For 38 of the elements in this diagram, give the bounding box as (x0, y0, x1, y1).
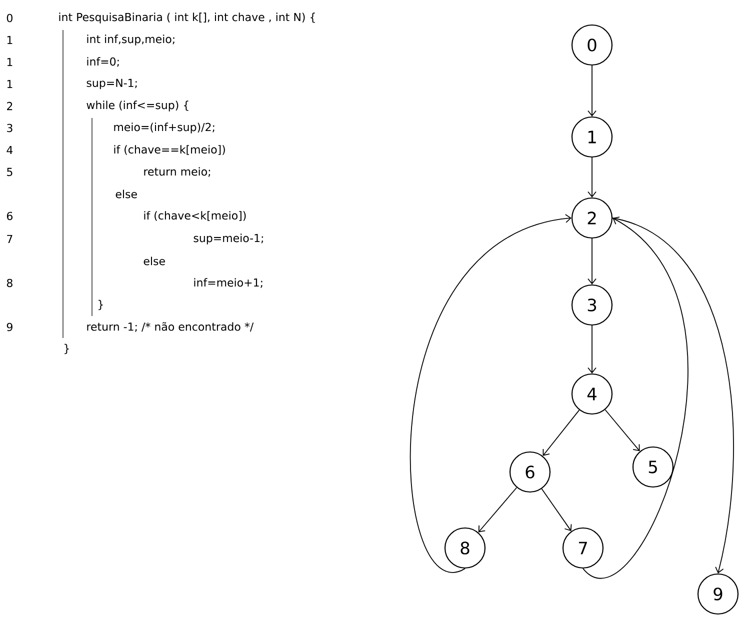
code-line: return -1; /* não encontrado */ (87, 322, 254, 332)
code-line: sup=meio-1; (194, 234, 263, 244)
line-number: 6 (6, 212, 12, 220)
arrow (604, 409, 640, 452)
code-line: inf=meio+1; (194, 278, 262, 288)
arrow (542, 410, 580, 456)
code-line: if (chave==k[meio]) (114, 145, 225, 155)
code-line: inf=0; (87, 57, 119, 67)
code-line: sup=N-1; (86, 78, 137, 90)
arrow (588, 157, 596, 198)
line-number: 0 (6, 14, 12, 22)
line-number: 7 (7, 235, 12, 244)
code-line: int inf,sup,meio; (87, 34, 174, 46)
line-number: 3 (7, 124, 12, 132)
line-number: 9 (6, 322, 12, 332)
arrow (588, 65, 596, 116)
code-line: return meio; (144, 167, 210, 177)
arrow (612, 218, 734, 574)
code-line: meio=(inf+sup)/2; (114, 122, 214, 134)
code-line: else (144, 256, 165, 266)
line-number: 1 (7, 36, 12, 44)
code-line: } (64, 344, 69, 354)
line-number: 8 (6, 278, 12, 288)
line-number: 1 (7, 80, 12, 88)
line-number: 1 (7, 58, 12, 66)
code-line: int PesquisaBinaria ( int k[], int chave , int N) { (59, 12, 315, 24)
arrow (410, 214, 572, 572)
arrow (588, 325, 596, 374)
code-line: while (inf<=sup) { (86, 100, 188, 112)
arrow (541, 488, 572, 532)
line-number: 2 (7, 102, 12, 110)
line-number: 5 (7, 168, 12, 176)
arrow (588, 238, 596, 284)
line-number: 4 (6, 146, 13, 154)
arrow (478, 487, 518, 532)
code-line: else (116, 190, 137, 198)
code-line: } (98, 300, 103, 310)
code-line: if (chave<k[meio]) (144, 211, 246, 221)
